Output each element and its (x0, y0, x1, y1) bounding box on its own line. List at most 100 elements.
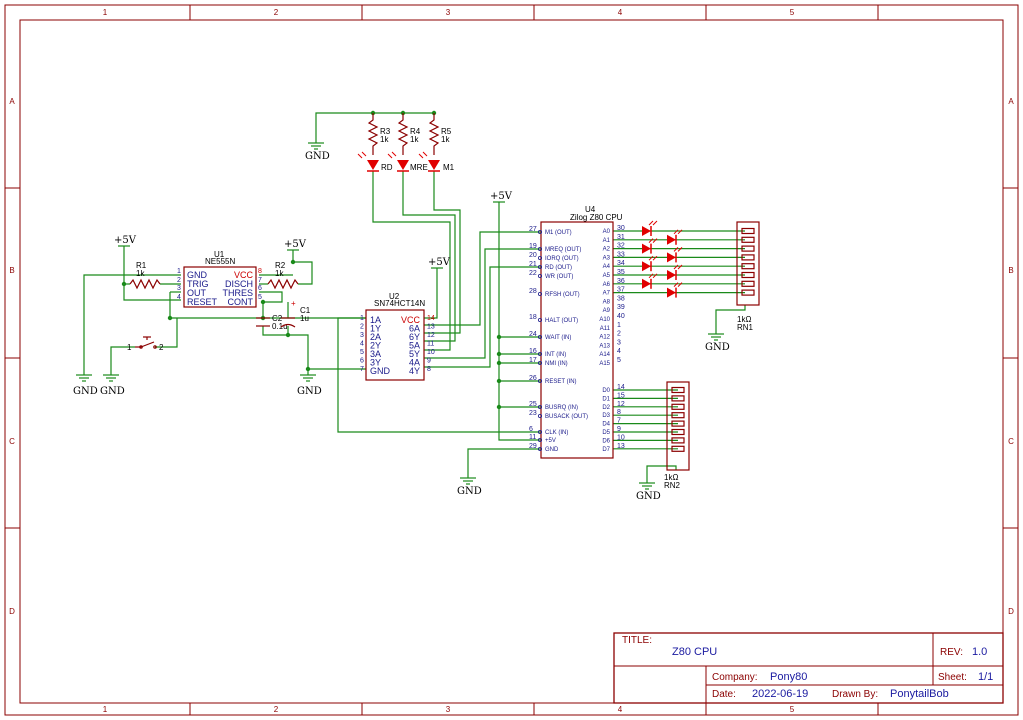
ground-u1-a: GND (73, 374, 98, 397)
u4-pin-label: MREQ (OUT) (545, 247, 581, 253)
ground-u4: GND (457, 477, 482, 497)
u4-pin-label: RESET (IN) (545, 379, 577, 385)
u4-pin-label: IORQ (OUT) (545, 256, 579, 262)
u4-pin-num: 28 (529, 288, 537, 295)
rn2-resistor (671, 403, 685, 410)
u4-data-num: 8 (617, 409, 621, 416)
pushbutton-switch: 1 2 (127, 336, 164, 352)
rn2-resistor (671, 420, 685, 427)
u2-pin-num: 11 (427, 341, 434, 348)
frame-row-label: B (1008, 266, 1013, 275)
u4-data-num: 10 (617, 434, 625, 441)
frame-col-label: 3 (446, 705, 451, 714)
u4-addr-label: A9 (603, 308, 611, 314)
resistor-network-rn2: 1kΩ RN2 (664, 381, 690, 490)
address-led-rays (648, 273, 658, 279)
u4-pin-bubble (538, 246, 543, 251)
u2-pin-label: 4Y (409, 366, 420, 376)
u4-ref: U4 (585, 205, 596, 214)
u4-addr-label: A0 (603, 229, 611, 235)
address-led-rays (648, 238, 658, 243)
r2-ref: R2 (275, 261, 286, 270)
rev-value: 1.0 (972, 646, 987, 658)
u1-pin-num: 1 (177, 268, 181, 275)
gnd-label: GND (457, 486, 482, 497)
power-plus5v-u2: +5V (428, 257, 451, 269)
address-led (642, 278, 651, 289)
u4-pin-label: M1 (OUT) (545, 230, 572, 236)
u4-pin-bubble (538, 351, 543, 356)
gnd-label: GND (100, 386, 125, 397)
rn2-ref: RN2 (664, 481, 681, 490)
u2-pin-num: 8 (427, 366, 431, 373)
u2-pin-label: 1A (370, 315, 381, 325)
drawing-frame (4, 4, 1019, 716)
u4-pin-num: 21 (529, 261, 537, 268)
u4-pin-num: 22 (529, 270, 537, 277)
led-mre: MRE (387, 151, 428, 172)
ground-top: GND (305, 142, 330, 162)
u4-data-label: D0 (602, 388, 610, 394)
frame-row-label: C (9, 437, 15, 446)
u2-pin-num: 13 (427, 324, 435, 331)
r1-value: 1k (136, 269, 145, 278)
u4-addr-label: A2 (603, 247, 611, 253)
led-m1: M1 (418, 151, 455, 172)
u4-addr-label: A15 (599, 361, 610, 367)
u2-part: SN74HCT14N (374, 299, 425, 308)
capacitor-c1: + C1 1u (280, 299, 311, 328)
rn1-resistor (741, 263, 755, 270)
u4-pin-label: INT (IN) (545, 352, 566, 358)
u4-data-label: D7 (602, 447, 610, 453)
u4-data-num: 13 (617, 443, 625, 450)
u4-addr-label: A6 (603, 282, 611, 288)
ground-caps: GND (297, 374, 322, 397)
frame-row-label: D (9, 607, 15, 616)
plus5v-label: +5V (114, 235, 137, 246)
u4-data-label: D1 (602, 396, 610, 402)
frame-col-label: 1 (103, 8, 108, 17)
u4-pin-num: 20 (529, 252, 537, 259)
r4-ref: R4 (410, 127, 421, 136)
u4-pin-label: NMI (IN) (545, 361, 568, 367)
u1-pin-cont: CONT (228, 297, 254, 307)
u4-pin-label: GND (545, 447, 559, 453)
address-led (667, 234, 676, 245)
u4-pin-bubble (538, 404, 543, 409)
sheet-value: 1/1 (978, 671, 993, 683)
u4-part: Zilog Z80 CPU (570, 213, 623, 222)
title-label: TITLE: (622, 635, 652, 646)
gnd-label: GND (73, 386, 98, 397)
u2-pin-num: 3 (360, 332, 364, 339)
u4-pin-bubble (538, 255, 543, 260)
u1-pin-num: 8 (258, 268, 262, 275)
u1-pin-num: 6 (258, 285, 262, 292)
rn2-resistor (671, 437, 685, 444)
rn2-value: 1kΩ (664, 473, 678, 482)
u4-data-num: 12 (617, 401, 625, 408)
drawn-by-value: PonytailBob (890, 688, 949, 700)
u4-pin-label: WAIT (IN) (545, 335, 571, 341)
u1-ref: U1 (214, 250, 225, 259)
u4-data-label: D4 (602, 422, 610, 428)
resistor-r4: R4 1k (397, 113, 421, 155)
u4-addr-label: A3 (603, 255, 611, 261)
plus5v-label: +5V (284, 239, 307, 250)
u4-addr-num: 36 (617, 278, 625, 285)
r2-value: 1k (275, 269, 284, 278)
u4-data-num: 7 (617, 418, 621, 425)
address-led-rays (673, 282, 683, 287)
u4-pin-bubble (538, 437, 543, 442)
u4-pin-label: BUSACK (OUT) (545, 414, 588, 420)
rn2-resistor (671, 445, 685, 452)
ground-rn2: GND (636, 482, 661, 502)
u2-pin-num: 12 (427, 332, 435, 339)
address-led (642, 261, 651, 272)
u4-addr-num: 40 (617, 313, 625, 320)
u4-pin-bubble (538, 291, 543, 296)
u4-addr-label: A5 (603, 273, 611, 279)
u4-addr-num: 1 (617, 322, 621, 329)
